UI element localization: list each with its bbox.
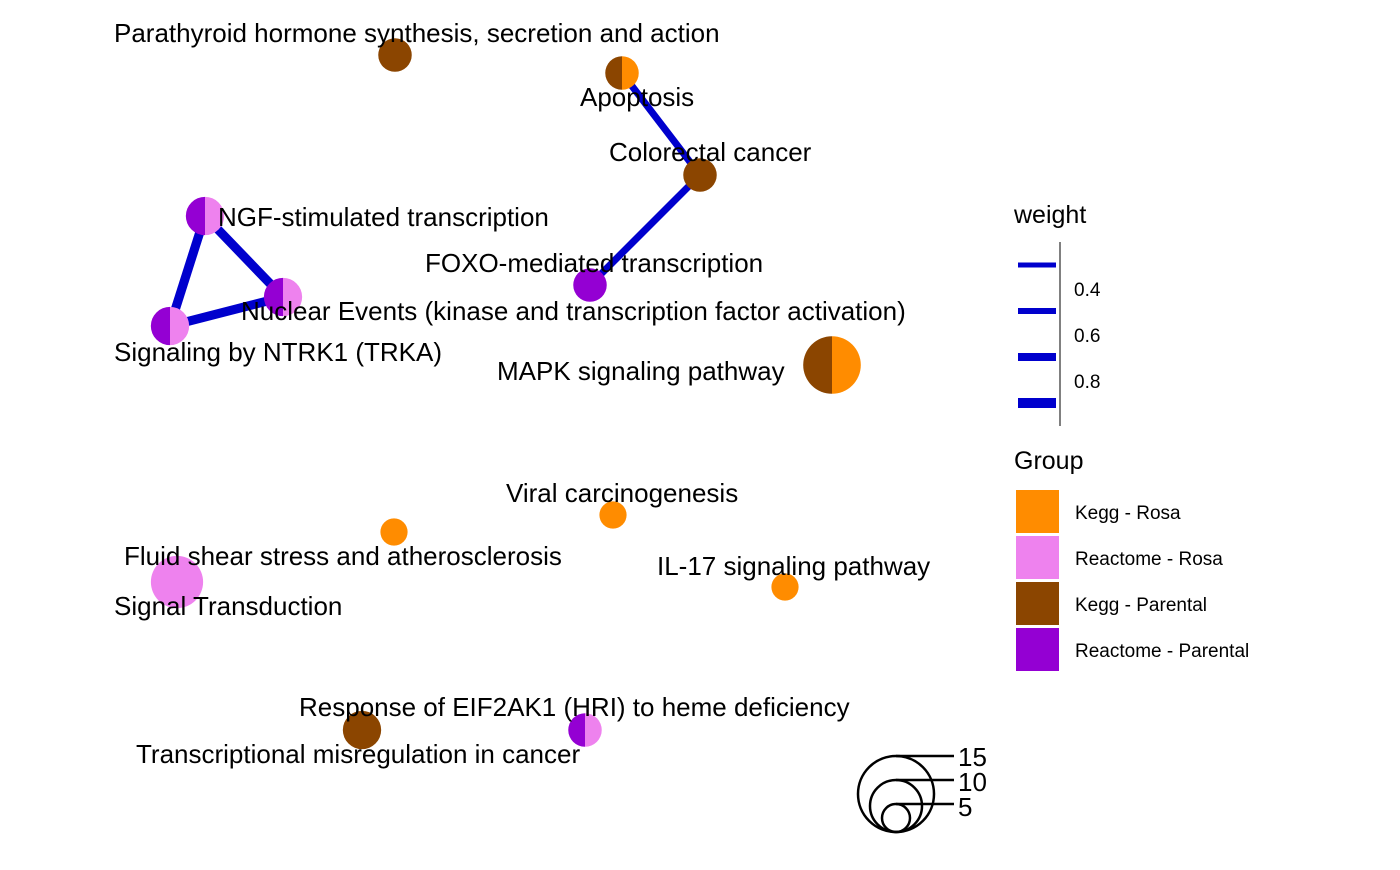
node-viral [599,501,627,529]
size-legend-circle [856,754,936,834]
node-fluid [380,518,408,546]
weight-legend: weight 0.4 0.6 0.8 [1013,201,1101,426]
node-mapk [803,336,861,394]
size-legend-label: 10 [958,767,987,797]
node-slice-reactome_rosa [585,713,602,747]
group-legend-label: Reactome - Parental [1075,641,1249,662]
size-legend-circle [880,802,912,834]
labels-layer: Parathyroid hormone synthesis, secretion… [114,18,930,769]
node-slice-kegg_parental [683,158,717,192]
node-eif2ak1 [568,713,602,747]
node-foxo [573,268,607,302]
node-label-colorectal: Colorectal cancer [609,137,812,167]
node-slice-kegg_rosa [622,56,639,90]
node-slice-kegg_rosa [599,501,627,529]
node-slice-kegg_parental [605,56,622,90]
group-legend-label: Kegg - Rosa [1075,503,1181,524]
group-legend-title: Group [1014,447,1083,475]
weight-legend-title: weight [1013,201,1086,229]
node-label-transcr: Transcriptional misregulation in cancer [136,739,580,769]
node-slice-reactome_rosa [205,196,225,236]
weight-tick-label: 0.4 [1074,280,1101,301]
group-legend: Group Kegg - Rosa Reactome - Rosa Kegg -… [1014,447,1249,671]
size-legend-circle [868,778,924,834]
group-swatch-kegg-rosa [1016,490,1059,533]
nodes-layer [150,38,861,750]
node-label-ngf: NGF-stimulated transcription [218,202,549,232]
size-legend-label: 5 [958,792,972,822]
group-swatch-reactome-rosa [1016,536,1059,579]
edge-ngf-ntrk1 [165,214,210,328]
size-legend-label: 15 [958,742,987,772]
node-il17 [771,573,799,601]
node-slice-reactome_parental [573,268,607,302]
size-legend: 15 10 5 [856,742,987,834]
group-legend-label: Reactome - Rosa [1075,549,1223,570]
node-slice-kegg_rosa [771,573,799,601]
node-slice-reactome_rosa [170,306,190,346]
group-swatch-kegg-parental [1016,582,1059,625]
node-signal [150,555,204,609]
node-label-pth: Parathyroid hormone synthesis, secretion… [114,18,720,48]
node-slice-kegg_parental [342,710,382,750]
weight-tick-label: 0.6 [1074,326,1100,347]
node-label-il17: IL-17 signaling pathway [657,551,930,581]
node-slice-reactome_parental [150,306,170,346]
node-colorectal [683,158,717,192]
group-legend-label: Kegg - Parental [1075,595,1207,616]
weight-tick-label: 0.8 [1074,372,1100,393]
edge-ntrk1-nuclear [168,292,285,331]
node-slice-kegg_rosa [380,518,408,546]
node-label-ntrk1: Signaling by NTRK1 (TRKA) [114,337,442,367]
node-transcr [342,710,382,750]
node-label-fluid: Fluid shear stress and atherosclerosis [124,541,562,571]
edge-apoptosis-colorectal [619,70,703,178]
node-slice-kegg_rosa [832,336,861,394]
node-label-mapk: MAPK signaling pathway [497,356,785,386]
node-slice-reactome_parental [568,713,585,747]
node-label-nuclear: Nuclear Events (kinase and transcription… [241,296,906,326]
node-label-viral: Viral carcinogenesis [506,478,738,508]
node-label-eif2ak1: Response of EIF2AK1 (HRI) to heme defici… [299,692,850,722]
node-apoptosis [605,56,639,90]
edge-colorectal-foxo [587,172,703,288]
node-label-foxo: FOXO-mediated transcription [425,248,763,278]
node-ntrk1 [150,306,190,346]
group-swatch-reactome-parental [1016,628,1059,671]
node-slice-kegg_parental [803,336,832,394]
node-slice-reactome_parental [185,196,205,236]
node-nuclear [263,277,303,317]
node-slice-reactome_parental [263,277,283,317]
node-label-apoptosis: Apoptosis [580,82,694,112]
node-pth [378,38,412,72]
node-label-signal: Signal Transduction [114,591,342,621]
node-slice-kegg_parental [378,38,412,72]
node-slice-reactome_rosa [283,277,303,317]
node-ngf [185,196,225,236]
node-slice-reactome_rosa [150,555,204,609]
